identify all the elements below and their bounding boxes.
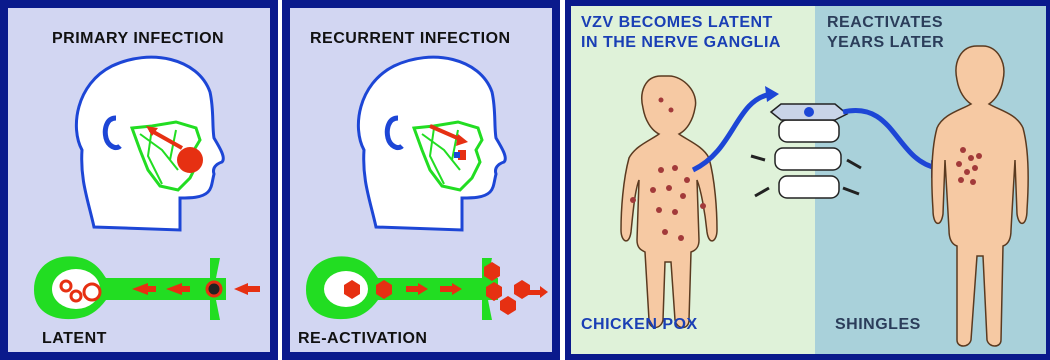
reactivates-title-line2: YEARS LATER xyxy=(827,34,944,52)
vzv-shingles-illustration xyxy=(565,0,1050,360)
reactivates-title-line1: REACTIVATES xyxy=(827,14,943,32)
chicken-pox-caption: CHICKEN POX xyxy=(581,316,698,334)
panel-primary-infection: PRIMARY INFECTION LATENT xyxy=(0,0,278,360)
panel-recurrent-infection: RECURRENT INFECTION RE-ACTIVATION xyxy=(282,0,560,360)
recurrent-infection-title: RECURRENT INFECTION xyxy=(310,30,511,48)
panel-vzv-shingles: VZV BECOMES LATENT IN THE NERVE GANGLIA … xyxy=(565,0,1050,360)
primary-infection-caption: LATENT xyxy=(42,330,107,348)
shingles-caption: SHINGLES xyxy=(835,316,921,334)
vzv-latent-title-line1: VZV BECOMES LATENT xyxy=(581,14,773,32)
recurrent-infection-illustration xyxy=(282,0,560,360)
primary-infection-title: PRIMARY INFECTION xyxy=(52,30,224,48)
primary-infection-illustration xyxy=(0,0,278,360)
recurrent-infection-caption: RE-ACTIVATION xyxy=(298,330,427,348)
vzv-latent-title-line2: IN THE NERVE GANGLIA xyxy=(581,34,781,52)
infection-site xyxy=(177,147,203,173)
